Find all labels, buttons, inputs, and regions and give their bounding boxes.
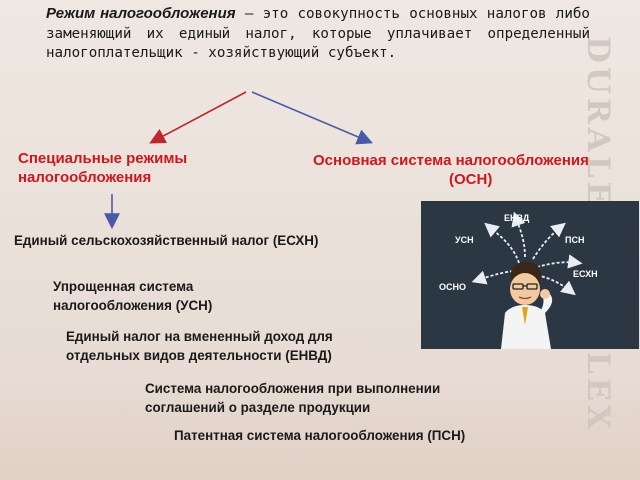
arrow-to-general	[251, 91, 373, 145]
regime-item-envd: Единый налог на вмененный доход для отде…	[66, 329, 333, 363]
definition-text: – это совокупность основных налогов либо…	[46, 6, 590, 61]
choice-arrows	[471, 211, 583, 296]
regime-item-psn: Патентная система налогообложения (ПСН)	[174, 428, 466, 443]
illustration-label-eskhn: ЕСХН	[573, 269, 598, 279]
definition-term: Режим налогообложения	[46, 5, 236, 22]
definition-paragraph: Режим налогообложения – это совокупность…	[46, 4, 590, 64]
regime-item-eskhn: Единый сельскохозяйственный налог (ЕСХН)	[14, 233, 319, 248]
general-system-title-line1: Основная система налогообложения	[313, 152, 589, 169]
tax-choice-illustration: ЕНВД УСН ПСН ОСНО ЕСХН	[421, 201, 639, 349]
thinking-man-figure	[501, 261, 553, 349]
regime-item-usn: Упрощенная система налогообложения (УСН)	[53, 279, 213, 313]
illustration-label-osno: ОСНО	[439, 282, 466, 292]
general-system-title-line2: (ОСН)	[449, 171, 493, 188]
regime-item-srp: Система налогообложения при выполнении с…	[145, 381, 441, 415]
illustration-label-envd: ЕНВД	[504, 213, 530, 223]
special-regimes-title: Специальные режимы налогообложения	[18, 150, 188, 186]
arrow-to-special	[149, 91, 247, 144]
general-system-title: Основная система налогообложения (ОСН)	[313, 151, 640, 189]
illustration-label-usn: УСН	[455, 235, 474, 245]
illustration-label-psn: ПСН	[565, 235, 584, 245]
